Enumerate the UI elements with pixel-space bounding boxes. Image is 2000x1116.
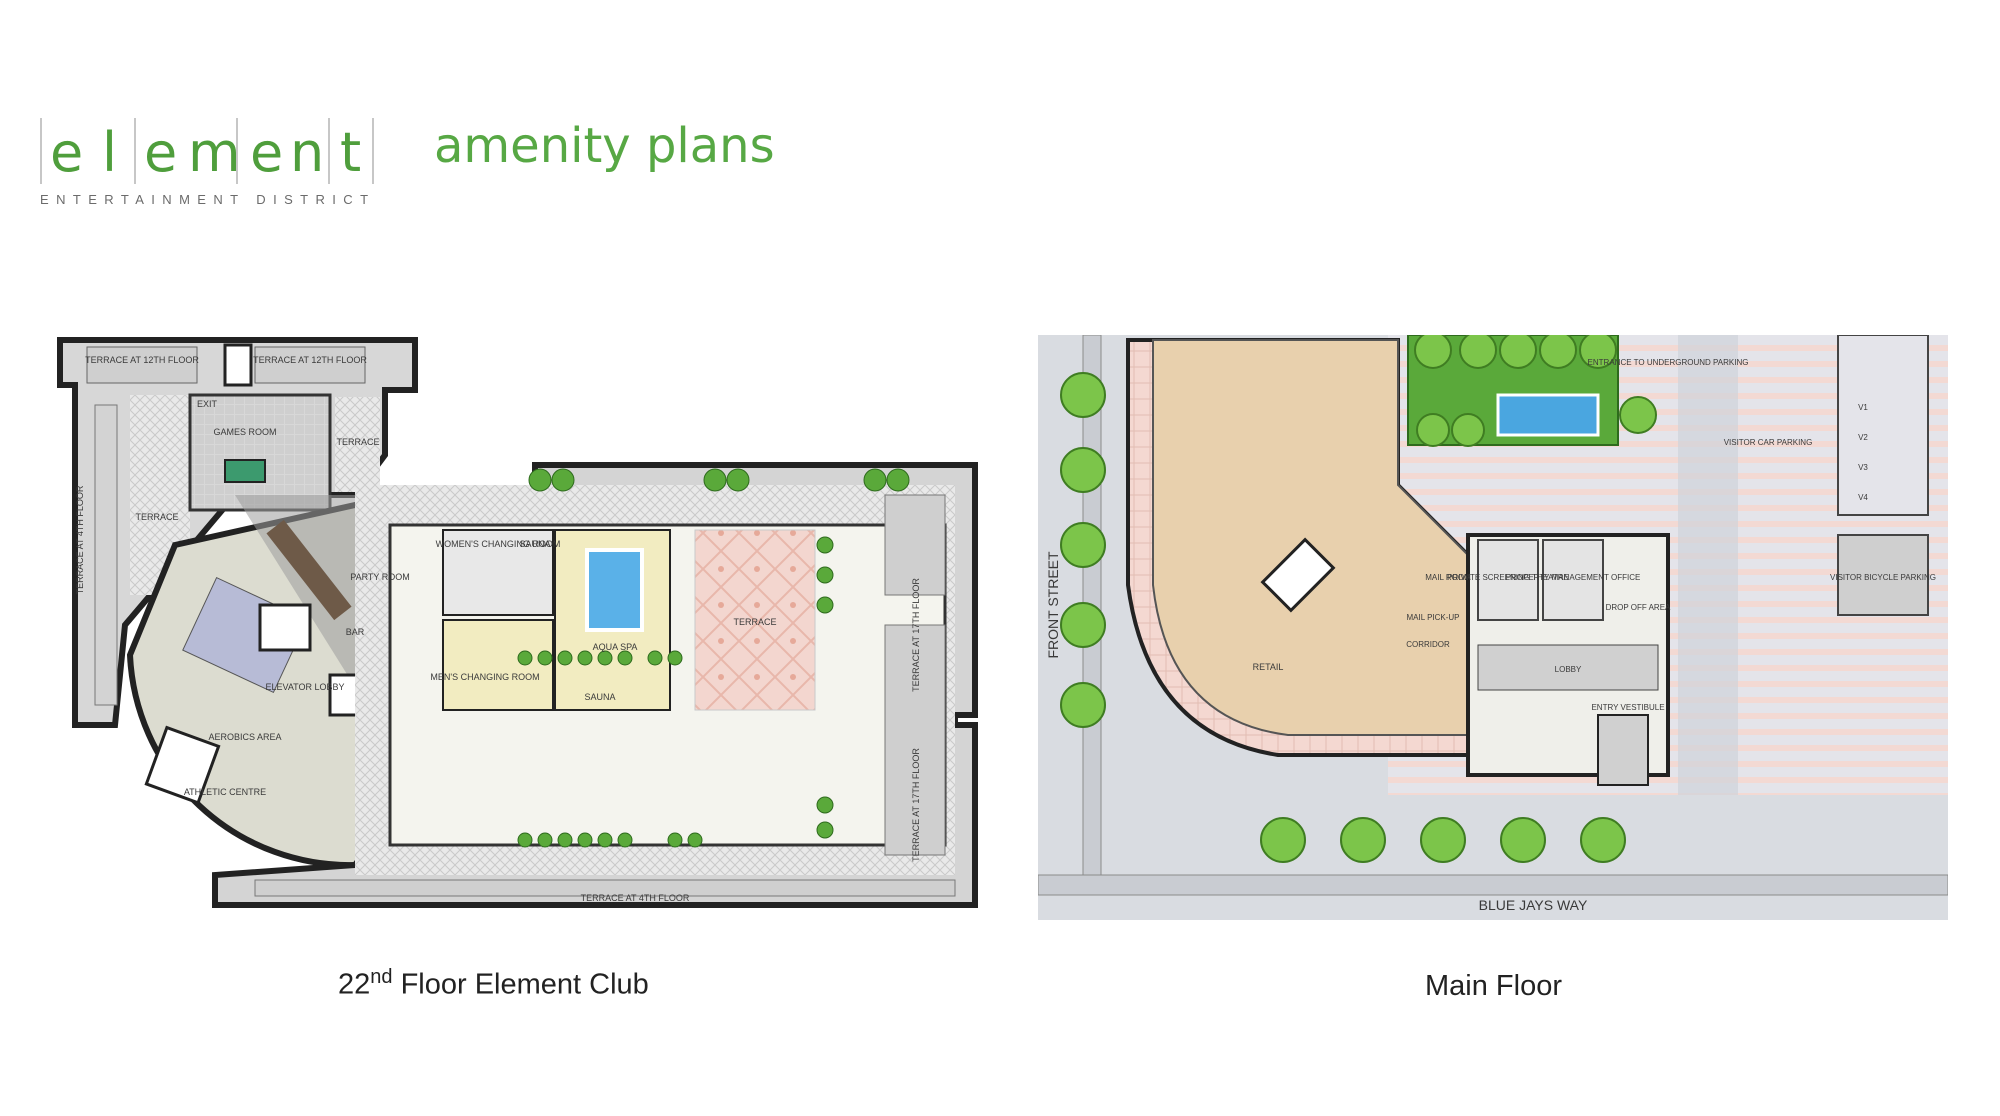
- label-corridor: CORRIDOR: [1406, 640, 1450, 649]
- label-v3: V3: [1858, 463, 1868, 472]
- logo-letter: m: [188, 121, 241, 184]
- logo-subtitle: ENTERTAINMENT DISTRICT: [40, 192, 376, 207]
- logo-divider: [236, 118, 238, 184]
- main-plan-svg: FRONT STREET BLUE JAYS WAY RETAIL ENTRAN…: [1038, 335, 1948, 920]
- label-terrace-4-left: TERRACE AT 4TH FLOOR: [75, 485, 85, 594]
- stair-top: [223, 343, 253, 387]
- lobby-floor: [1477, 644, 1659, 691]
- logo-letter: e: [144, 121, 178, 184]
- element-logo: e l e m e n t ENTERTAINMENT DISTRICT: [40, 118, 380, 218]
- terrace-17-bottom-area: [884, 624, 946, 856]
- pool-table: [224, 459, 266, 483]
- label-terrace-12-left: TERRACE AT 12TH FLOOR: [85, 355, 199, 365]
- label-v2: V2: [1858, 433, 1868, 442]
- label-lobby: LOBBY: [1555, 665, 1582, 674]
- club-floor-plan: TERRACE AT 12TH FLOOR TERRACE AT 12TH FL…: [55, 335, 985, 925]
- logo-divider: [372, 118, 374, 184]
- womens-changing-area: [442, 529, 554, 616]
- terrace-12-right-area: [254, 346, 366, 384]
- aqua-spa-pool: [585, 548, 644, 632]
- label-mens: MEN'S CHANGING ROOM: [430, 672, 539, 682]
- logo-letter: t: [340, 121, 362, 184]
- logo-divider: [134, 118, 136, 184]
- label-sauna-bottom: SAUNA: [584, 692, 615, 702]
- label-aerobics: AEROBICS AREA: [208, 732, 281, 742]
- planter-shrubs: [517, 468, 910, 848]
- label-entry: ENTRY VESTIBULE: [1591, 703, 1664, 712]
- label-terrace-4-bottom: TERRACE AT 4TH FLOOR: [581, 893, 690, 903]
- label-mail-pickup: MAIL PICK-UP: [1406, 613, 1459, 622]
- label-terrace-small: TERRACE: [336, 437, 379, 447]
- visitor-car-parking: [1837, 335, 1929, 516]
- label-terrace-main: TERRACE: [733, 617, 776, 627]
- logo-divider: [40, 118, 42, 184]
- logo-letter: n: [290, 121, 325, 184]
- screening-theatre: [1477, 539, 1539, 621]
- club-caption: 22nd Floor Element Club: [338, 966, 649, 1002]
- label-exit: EXIT: [197, 399, 218, 409]
- label-bar: BAR: [346, 627, 365, 637]
- label-terrace-17-top: TERRACE AT 17TH FLOOR: [911, 578, 921, 692]
- window-bay: [144, 725, 221, 805]
- terrace-4-left-area: [94, 404, 118, 706]
- reflecting-pool: [1496, 393, 1600, 437]
- page-heading: amenity plans: [434, 118, 775, 174]
- label-aqua-spa: AQUA SPA: [593, 642, 638, 652]
- main-floor-plan: FRONT STREET BLUE JAYS WAY RETAIL ENTRAN…: [1038, 335, 1948, 920]
- label-elevator-lobby: ELEVATOR LOBBY: [265, 682, 344, 692]
- label-terrace-left: TERRACE: [135, 512, 178, 522]
- visitor-bicycle-parking: [1837, 534, 1929, 616]
- label-retail: RETAIL: [1253, 662, 1284, 672]
- label-screening: PRIVATE SCREENING THEATRE: [1447, 573, 1569, 582]
- drive-lane: [1678, 335, 1738, 795]
- management-office: [1542, 539, 1604, 621]
- logo-letter: e: [50, 121, 84, 184]
- logo-letter: l: [102, 121, 118, 184]
- label-athletic: ATHLETIC CENTRE: [184, 787, 266, 797]
- club-plan-svg: TERRACE AT 12TH FLOOR TERRACE AT 12TH FL…: [57, 337, 978, 908]
- terrace-small-area: [335, 397, 380, 492]
- label-blue-jays-way: BLUE JAYS WAY: [1479, 897, 1588, 913]
- label-front-street: FRONT STREET: [1045, 551, 1061, 659]
- label-games-room: GAMES ROOM: [213, 427, 276, 437]
- terrace-12-left-area: [86, 346, 198, 384]
- label-party-room: PARTY ROOM: [350, 572, 410, 582]
- label-v1: V1: [1858, 403, 1868, 412]
- terrace-4-bottom-area: [254, 879, 956, 897]
- club-caption-suffix: nd: [370, 966, 393, 988]
- label-terrace-17-bottom: TERRACE AT 17TH FLOOR: [911, 748, 921, 862]
- main-terrace-floor: [694, 529, 816, 711]
- club-caption-number: 22: [338, 968, 371, 1001]
- elevator-core-main: [1260, 537, 1336, 613]
- club-caption-text: Floor Element Club: [392, 968, 649, 1001]
- mens-changing-area: [442, 619, 554, 711]
- logo-divider: [328, 118, 330, 184]
- label-management: PROPERTY MANAGEMENT OFFICE: [1506, 573, 1641, 582]
- label-womens: WOMEN'S CHANGING ROOM: [436, 539, 561, 549]
- main-floor-caption: Main Floor: [1425, 970, 1562, 1002]
- blue-jays-way-road: [1038, 874, 1948, 896]
- label-entrance: ENTRANCE TO UNDERGROUND PARKING: [1588, 358, 1749, 367]
- label-terrace-12-right: TERRACE AT 12TH FLOOR: [253, 355, 367, 365]
- label-visitor-bicycle: VISITOR BICYCLE PARKING: [1830, 573, 1936, 582]
- entry-vestibule-area: [1597, 714, 1649, 786]
- label-v4: V4: [1858, 493, 1868, 502]
- label-visitor-car: VISITOR CAR PARKING: [1724, 438, 1813, 447]
- label-sauna-top: SAUNA: [519, 539, 550, 549]
- games-room-area: [188, 393, 332, 512]
- label-mail-room: MAIL ROOM: [1425, 573, 1471, 582]
- logo-wordmark: e l e m e n t: [40, 118, 380, 188]
- terrace-17-top-area: [884, 494, 946, 596]
- street-trees: [1060, 335, 1657, 863]
- logo-letter: e: [250, 121, 284, 184]
- elevator-core: [258, 603, 312, 652]
- bar-counter: [266, 519, 352, 621]
- label-drop-off: DROP OFF AREA: [1606, 603, 1671, 612]
